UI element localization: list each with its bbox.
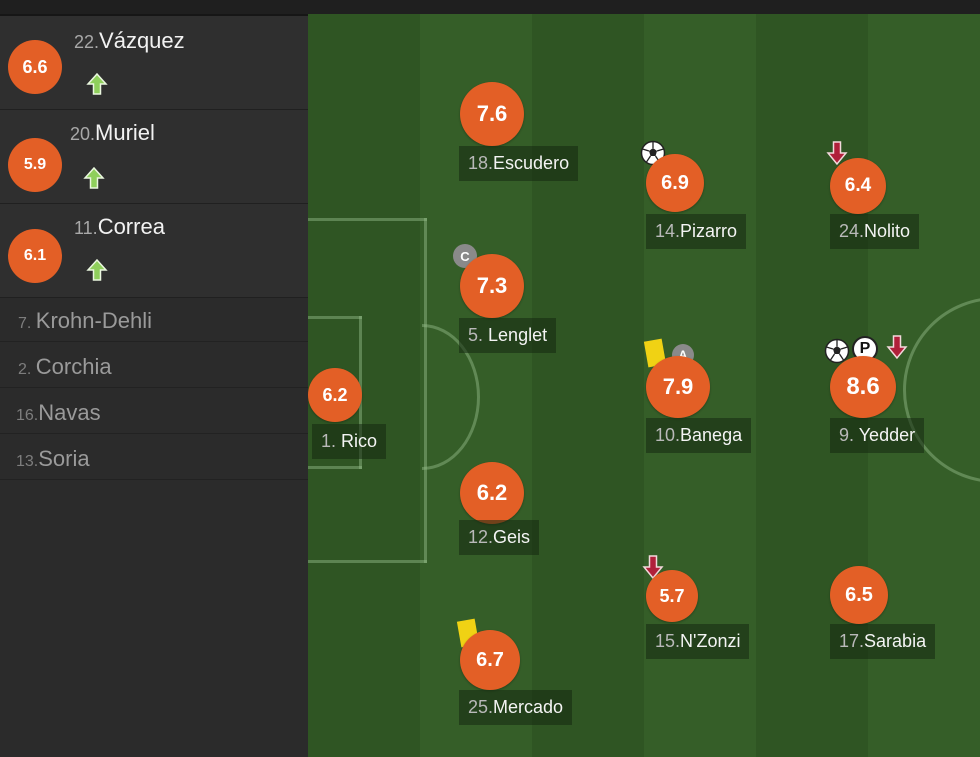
player-name: Vázquez <box>99 28 185 53</box>
pitch: 6.2 1. Rico 7.6 18.Escudero C 7.3 5. Len… <box>308 14 980 757</box>
player-name: Correa <box>97 214 165 239</box>
player-name: Banega <box>680 425 743 445</box>
player-rating: 6.9 <box>646 154 704 212</box>
top-bar <box>0 0 980 14</box>
substitute-row[interactable]: 6.6 22.Vázquez <box>0 16 308 110</box>
player-label: 22.Vázquez <box>74 28 185 54</box>
substitute-row[interactable]: 6.1 11.Correa <box>0 204 308 298</box>
player-label: 17.Sarabia <box>830 624 936 659</box>
penalty-icon: P <box>852 336 878 362</box>
player-number: 16. <box>16 407 39 424</box>
player-rating: 7.9 <box>646 356 710 418</box>
player-name: Mercado <box>493 697 564 717</box>
substitute-row[interactable]: 5.9 20.Muriel <box>0 110 308 204</box>
player-number: 10. <box>655 425 681 445</box>
pitch-line <box>308 466 362 469</box>
bench-row[interactable]: 7. Krohn-Dehli <box>0 296 308 342</box>
player-number: 24. <box>839 221 865 241</box>
substitution-out-icon <box>642 555 664 580</box>
substitution-in-icon <box>83 166 105 189</box>
bench-row[interactable]: 16.Navas <box>0 388 308 434</box>
player-number: 14. <box>655 221 681 241</box>
player-number: 13. <box>16 453 39 470</box>
player-label: 12.Geis <box>459 520 540 555</box>
player-label: 15.N'Zonzi <box>646 624 750 659</box>
substitution-out-icon <box>826 141 848 166</box>
player-name: Yedder <box>858 425 916 445</box>
divider <box>0 14 308 16</box>
player-label: 1. Rico <box>312 424 387 459</box>
player-number: 12. <box>468 527 494 547</box>
pitch-line <box>308 316 362 319</box>
player-name: Rico <box>341 431 378 451</box>
player-name: Geis <box>493 527 531 547</box>
player-number: 22. <box>74 32 100 52</box>
player-label: 5. Lenglet <box>459 318 557 353</box>
player-rating: 6.2 <box>308 368 362 422</box>
player-name: Sarabia <box>864 631 927 651</box>
player-name: Escudero <box>493 153 570 173</box>
player-label: 25.Mercado <box>459 690 573 725</box>
player-name: Navas <box>38 400 101 425</box>
player-name: Muriel <box>95 120 155 145</box>
player-number: 15. <box>655 631 681 651</box>
player-label: 2. Corchia <box>18 354 112 380</box>
player-number: 9. <box>839 425 855 445</box>
player-name: Lenglet <box>488 325 548 345</box>
player-number: 1. <box>321 431 337 451</box>
substitution-in-icon <box>86 258 108 281</box>
player-label: 7. Krohn-Dehli <box>18 308 152 334</box>
player-rating: 5.7 <box>646 570 698 622</box>
pitch-line <box>308 560 427 563</box>
substitution-out-icon <box>886 335 908 360</box>
player-name: Corchia <box>35 354 112 379</box>
player-number: 25. <box>468 697 494 717</box>
player-label: 16.Navas <box>16 400 101 426</box>
player-label: 11.Correa <box>74 214 165 240</box>
goal-ball-icon <box>824 338 850 364</box>
player-name: Krohn-Dehli <box>35 308 152 333</box>
player-label: 10.Banega <box>646 418 752 453</box>
player-rating: 7.3 <box>460 254 524 318</box>
player-name: Soria <box>38 446 90 471</box>
player-number: 2. <box>18 361 32 378</box>
player-number: 11. <box>74 218 98 238</box>
player-rating: 8.6 <box>830 356 896 418</box>
player-rating: 6.5 <box>830 566 888 624</box>
player-rating: 6.2 <box>460 462 524 524</box>
player-name: Pizarro <box>680 221 738 241</box>
player-label: 18.Escudero <box>459 146 579 181</box>
bench-row[interactable]: 2. Corchia <box>0 342 308 388</box>
player-rating: 6.4 <box>830 158 886 214</box>
player-label: 13.Soria <box>16 446 90 472</box>
player-name: N'Zonzi <box>680 631 741 651</box>
player-name: Nolito <box>864 221 911 241</box>
substitution-in-icon <box>86 72 108 95</box>
player-number: 18. <box>468 153 494 173</box>
player-number: 5. <box>468 325 484 345</box>
player-label: 14.Pizarro <box>646 214 747 249</box>
player-label: 20.Muriel <box>70 120 155 146</box>
player-number: 7. <box>18 315 32 332</box>
player-label: 9. Yedder <box>830 418 925 453</box>
player-number: 20. <box>70 124 96 144</box>
pitch-line <box>308 218 427 221</box>
player-label: 24.Nolito <box>830 214 920 249</box>
player-rating: 6.1 <box>8 229 62 283</box>
substitutes-panel: 6.6 22.Vázquez 5.9 20.Muriel 6.1 11.Corr… <box>0 16 308 757</box>
player-rating: 6.6 <box>8 40 62 94</box>
player-rating: 5.9 <box>8 138 62 192</box>
player-number: 17. <box>839 631 865 651</box>
player-rating: 7.6 <box>460 82 524 146</box>
bench-row[interactable]: 13.Soria <box>0 434 308 480</box>
player-rating: 6.7 <box>460 630 520 690</box>
